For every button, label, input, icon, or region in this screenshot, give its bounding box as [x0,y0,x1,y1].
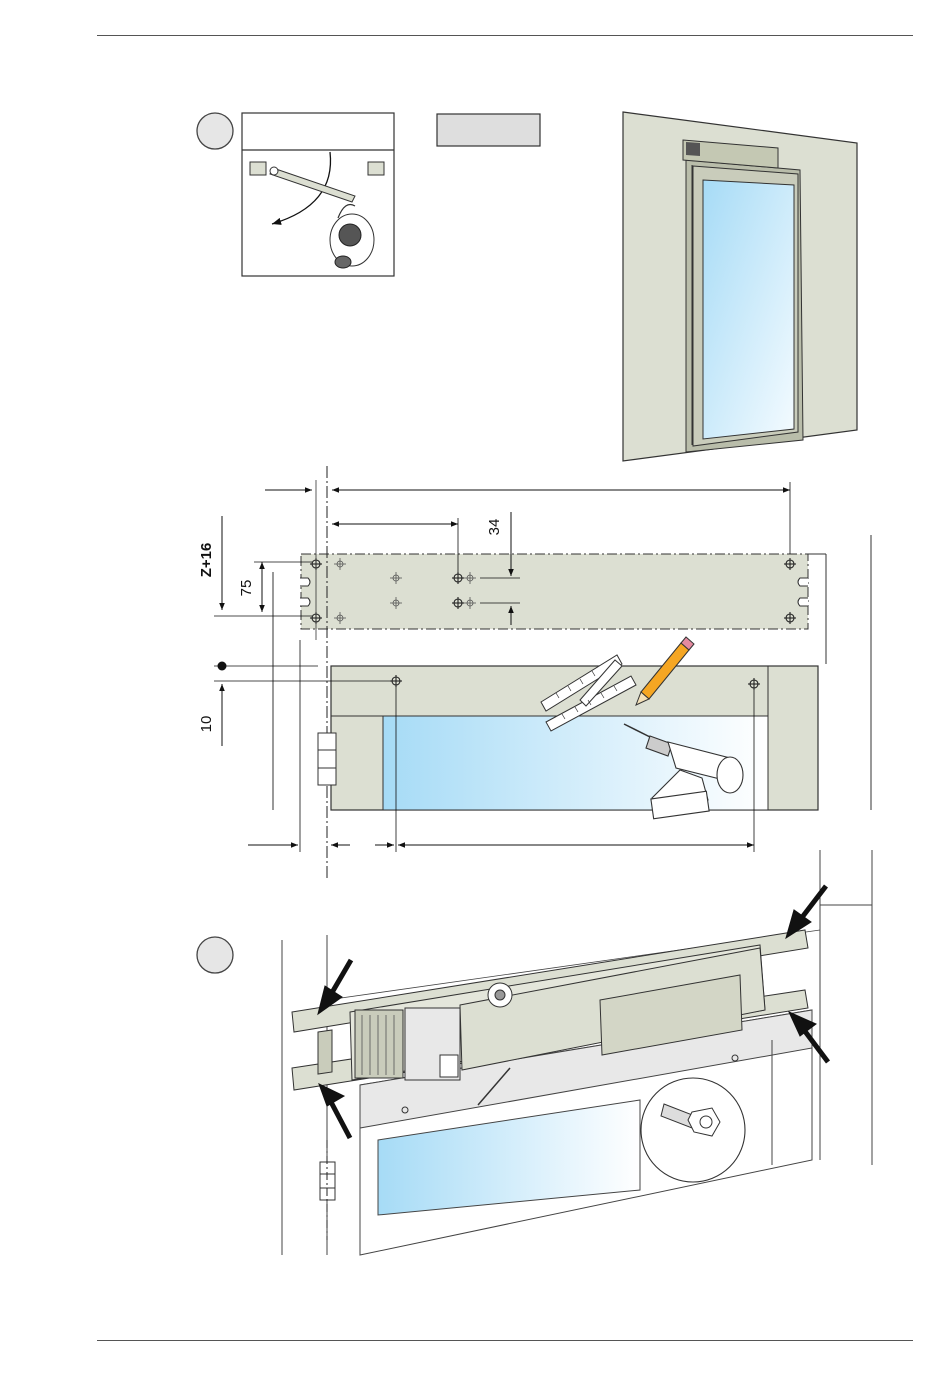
label-box [437,114,540,146]
hinge-icon [318,733,336,785]
door-frame-icon [623,112,857,461]
reference-dot [218,662,227,671]
screw-icon [641,1078,745,1182]
door-opening-icon [242,113,394,276]
dim-34: 34 [486,519,503,536]
step-2 [197,850,872,1255]
step-1-circle [197,113,233,149]
mounting-plate [301,554,808,629]
mounting-plan: Z+16 75 34 10 [198,466,871,878]
dim-z-plus-16: Z+16 [198,543,215,578]
step-2-circle [197,937,233,973]
dim-75: 75 [238,580,255,597]
dim-10: 10 [198,716,215,733]
step-1 [197,112,857,461]
